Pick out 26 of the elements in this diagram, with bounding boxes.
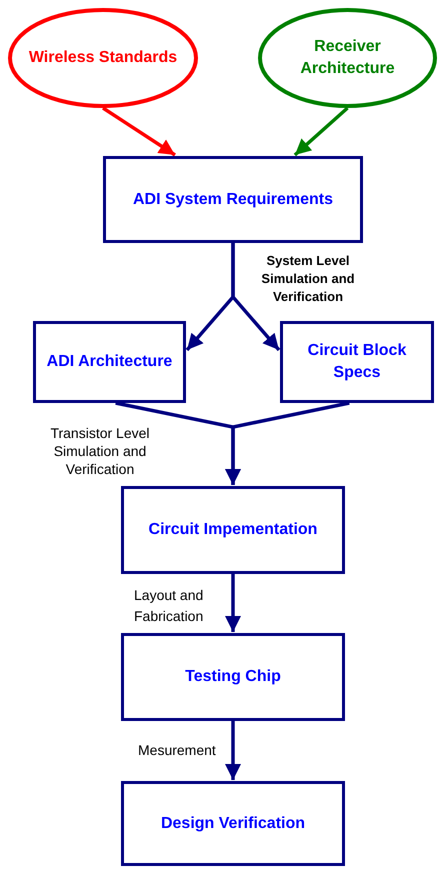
process-box: [280, 321, 434, 403]
edge-label: Mesurement: [138, 741, 217, 760]
node-label: Wireless Standards: [28, 48, 178, 68]
process-box: [121, 633, 345, 721]
edge-label: Transistor Level Simulation and Verification: [49, 424, 151, 478]
node-label: Circuit Impementation: [148, 520, 318, 540]
node-label: Testing Chip: [184, 667, 282, 687]
input-ellipse: [258, 8, 437, 108]
process-box: [33, 321, 186, 403]
arrow: [231, 243, 280, 352]
node-label: Circuit Block Specs: [306, 341, 408, 383]
arrow: [294, 106, 349, 156]
node-label: Receiver Architecture: [299, 37, 396, 79]
edge-label: Layout and Fabrication: [134, 586, 204, 626]
node-label: Design Verification: [160, 814, 306, 834]
input-ellipse: [8, 8, 198, 108]
arrow: [225, 721, 241, 780]
process-box: [121, 486, 345, 574]
edge-label: System Level Simulation and Verification: [260, 252, 356, 306]
node-label: ADI Architecture: [46, 352, 174, 372]
arrow: [102, 106, 176, 156]
process-box: [121, 781, 345, 866]
arrow: [225, 401, 350, 485]
node-label: ADI System Requirements: [132, 190, 334, 210]
arrow: [225, 574, 241, 632]
process-box: [103, 156, 363, 243]
